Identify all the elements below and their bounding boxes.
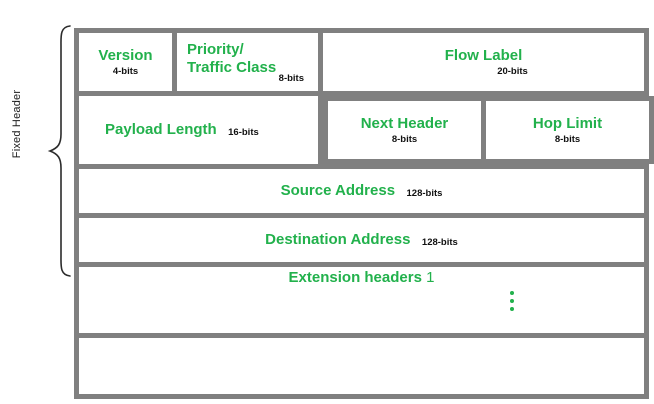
fixed-header-label: Fixed Header	[11, 89, 23, 159]
field-cell-version: Version 4-bits	[74, 28, 177, 96]
fixed-header-brace	[44, 22, 74, 280]
version-bits: 4-bits	[112, 66, 139, 78]
field-cell-hop-limit: Hop Limit 8-bits	[481, 96, 654, 164]
hop-limit-content: Hop Limit 8-bits	[486, 115, 649, 145]
destination-address-label: Destination Address	[265, 231, 411, 248]
source-address-content: Source Address 128-bits	[281, 182, 443, 200]
table-row: Extension headers 1	[74, 262, 649, 338]
hop-limit-bits: 8-bits	[554, 134, 581, 146]
field-cell-flow-label: Flow Label 20-bits	[318, 28, 649, 96]
extension-headers-number: 1	[426, 269, 435, 286]
field-cell-extension-headers: Extension headers 1	[74, 262, 649, 338]
field-cell-next-header: Next Header 8-bits	[323, 96, 486, 164]
flow-label-bits: 20-bits	[497, 66, 528, 78]
table-row: Source Address 128-bits	[74, 164, 649, 218]
payload-length-bits: 16-bits	[228, 127, 259, 138]
priority-traffic-class-content: Priority/ Traffic Class 8-bits	[177, 41, 318, 84]
next-header-content: Next Header 8-bits	[328, 115, 481, 145]
extension-headers-content: Extension headers 1	[79, 267, 644, 311]
next-header-label: Next Header	[360, 115, 449, 133]
hop-limit-label: Hop Limit	[532, 115, 603, 133]
destination-address-bits: 128-bits	[421, 237, 458, 248]
priority-label-line1: Priority/	[187, 40, 244, 58]
field-cell-next-header-hop-limit-group: Next Header 8-bits Hop Limit 8-bits	[320, 93, 654, 167]
priority-label-line2: Traffic Class	[187, 58, 277, 76]
version-label: Version	[98, 47, 153, 65]
source-address-bits: 128-bits	[406, 188, 443, 199]
packet-header-table: Version 4-bits Priority/ Traffic Class 8…	[74, 28, 654, 399]
payload-length-content: Payload Length 16-bits	[79, 121, 318, 139]
table-row: Version 4-bits Priority/ Traffic Class 8…	[74, 28, 649, 96]
field-cell-payload-length: Payload Length 16-bits	[74, 91, 323, 169]
priority-traffic-class-bits: 8-bits	[278, 72, 304, 84]
table-row: Payload Length 16-bits Next Header 8-bi	[74, 91, 654, 169]
table-row: Destination Address 128-bits	[74, 213, 649, 267]
extension-headers-label: Extension headers	[288, 269, 422, 286]
table-row	[74, 333, 649, 399]
flow-label-label: Flow Label	[444, 47, 523, 65]
flow-label-content: Flow Label 20-bits	[323, 47, 644, 77]
version-content: Version 4-bits	[79, 47, 172, 77]
field-cell-source-address: Source Address 128-bits	[74, 164, 649, 218]
field-cell-priority-traffic-class: Priority/ Traffic Class 8-bits	[172, 28, 323, 96]
payload-length-label: Payload Length	[105, 121, 217, 138]
field-cell-empty-row	[74, 333, 649, 399]
next-header-bits: 8-bits	[391, 134, 418, 146]
source-address-label: Source Address	[280, 182, 396, 199]
destination-address-content: Destination Address 128-bits	[265, 231, 458, 249]
field-cell-destination-address: Destination Address 128-bits	[74, 213, 649, 267]
vertical-ellipsis-icon	[79, 291, 654, 311]
